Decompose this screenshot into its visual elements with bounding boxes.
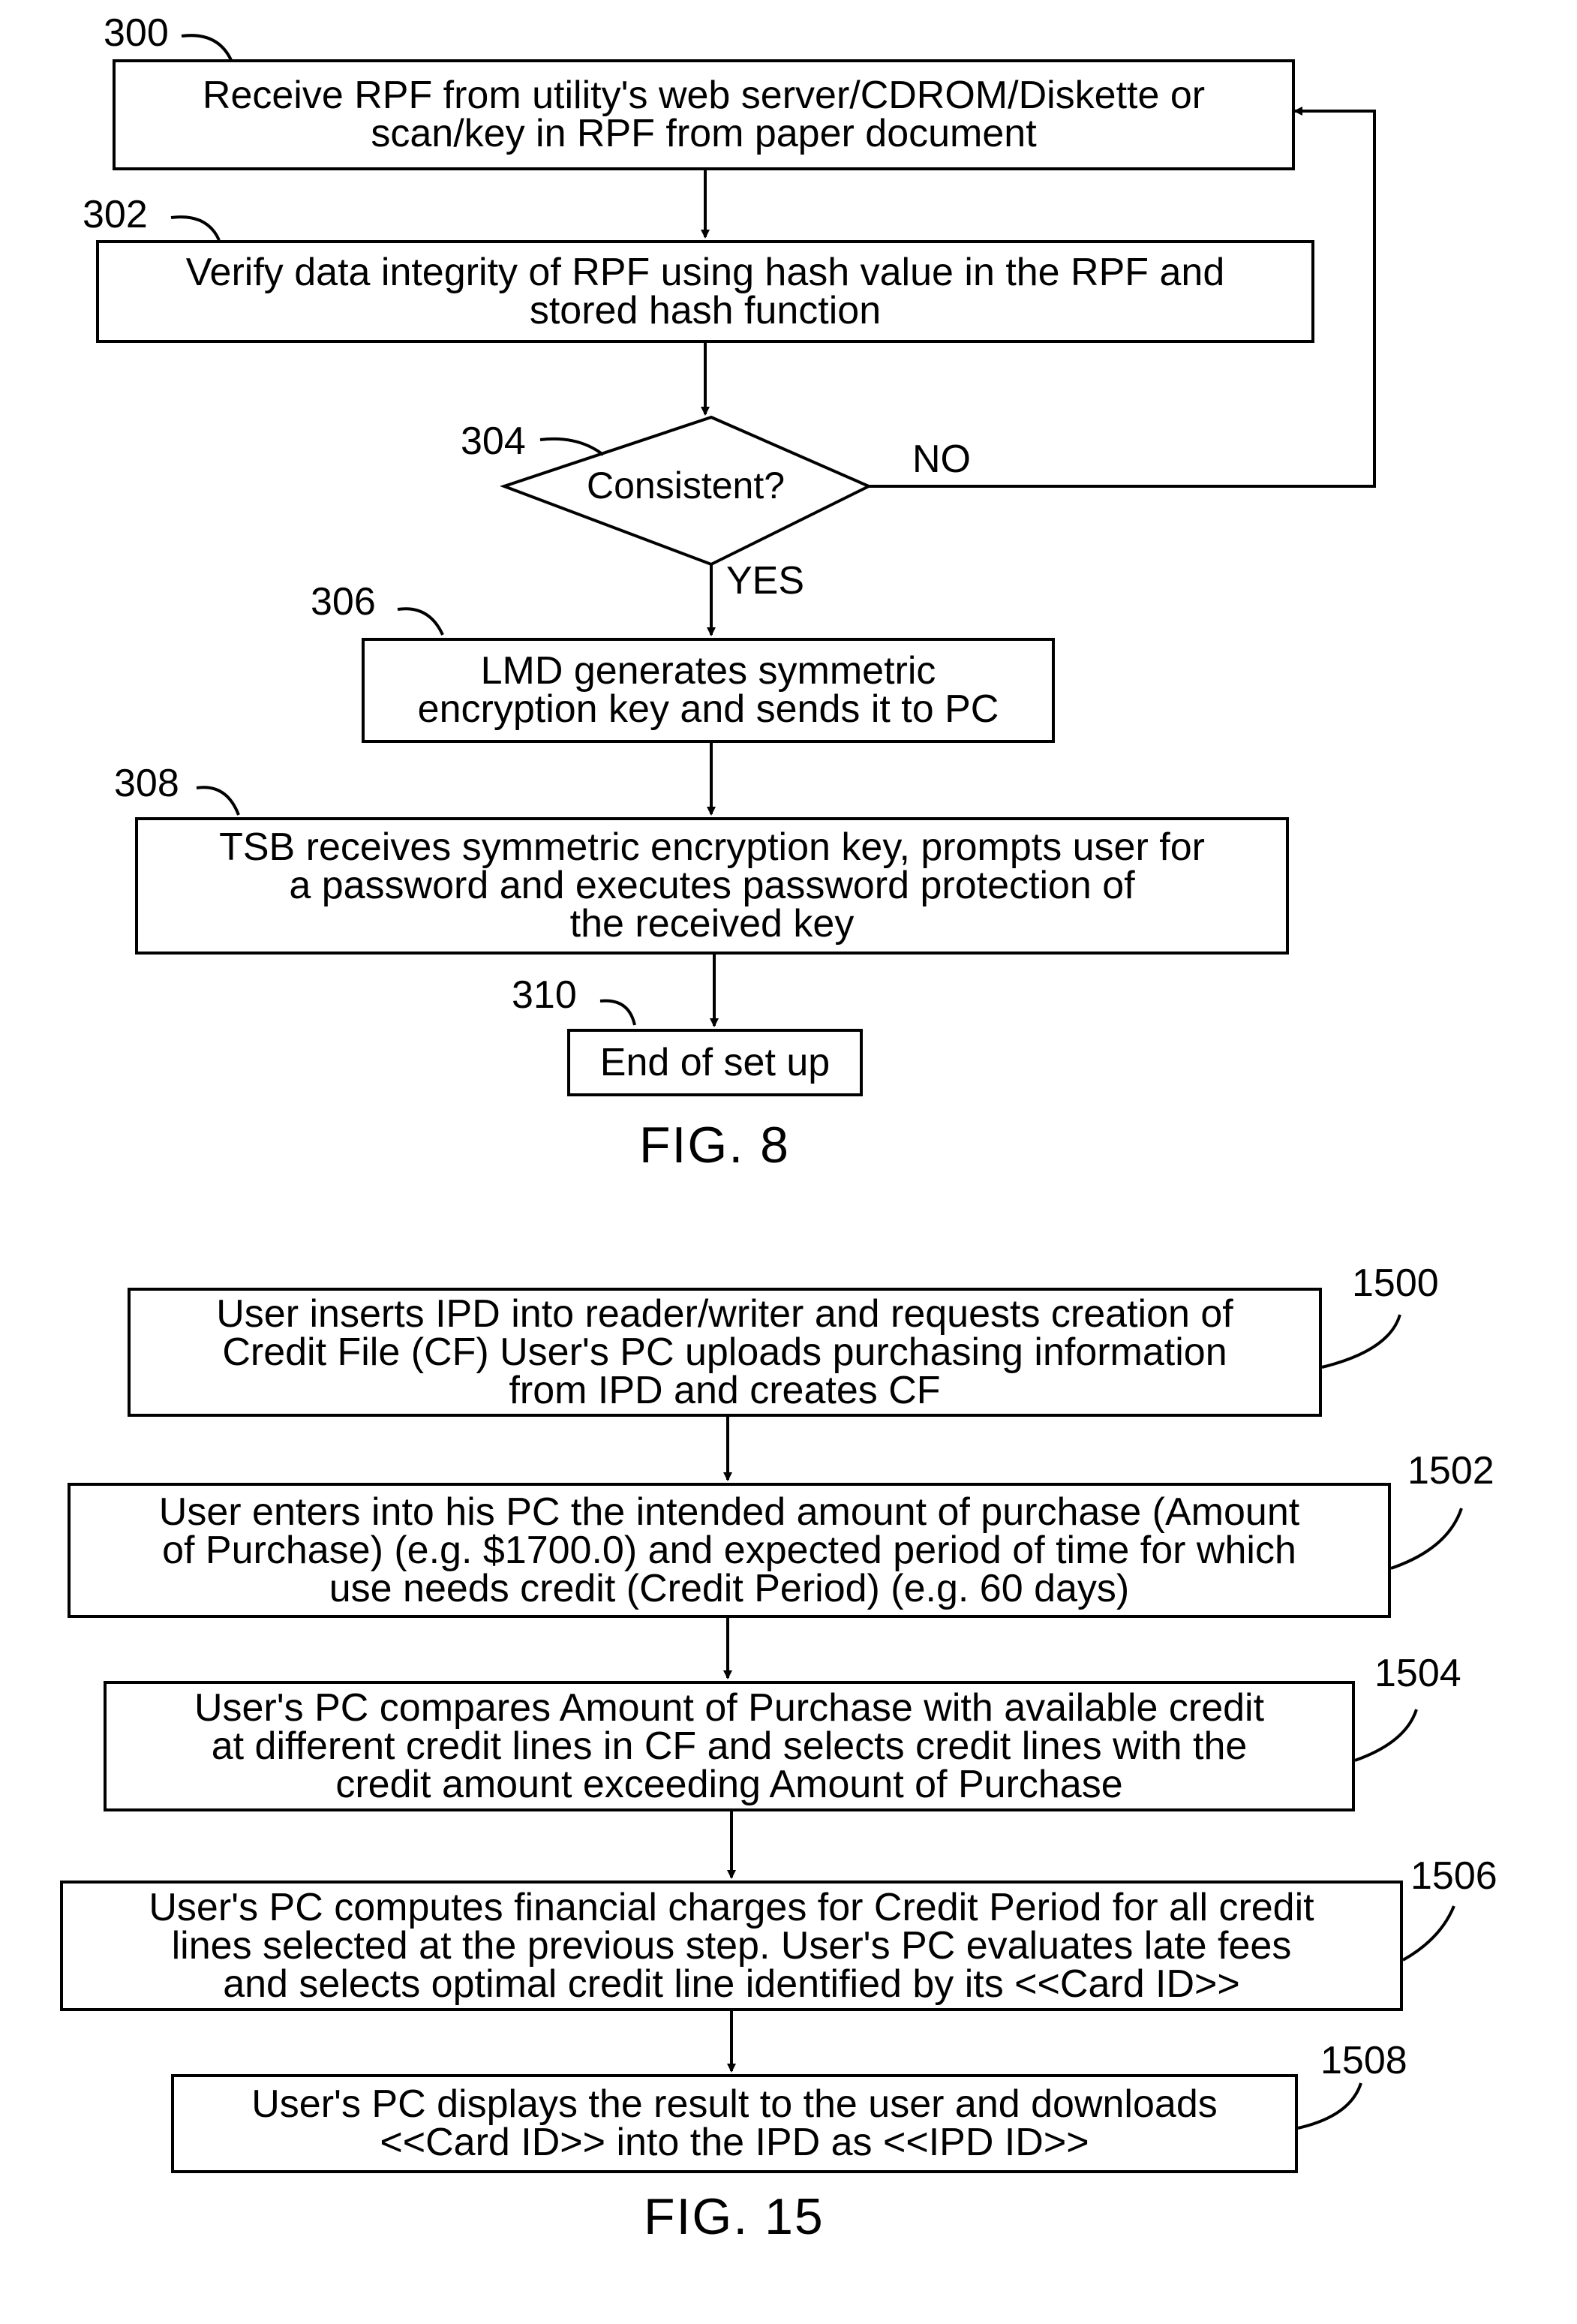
- step-1506-text: User's PC computes financial charges for…: [149, 1889, 1314, 2004]
- step-1508-text: User's PC displays the result to the use…: [251, 2085, 1217, 2162]
- step-302-text: Verify data integrity of RPF using hash …: [186, 254, 1225, 330]
- decision-yes-label: YES: [726, 561, 804, 600]
- step-302-box: Verify data integrity of RPF using hash …: [96, 240, 1314, 343]
- leader-306: [398, 609, 443, 635]
- ref-1504: 1504: [1374, 1654, 1461, 1693]
- step-1504-box: User's PC compares Amount of Purchase wi…: [104, 1681, 1355, 1811]
- leader-300: [182, 35, 231, 60]
- ref-302: 302: [83, 195, 148, 234]
- step-300-box: Receive RPF from utility's web server/CD…: [113, 59, 1295, 170]
- leader-304: [540, 439, 603, 455]
- ref-308: 308: [114, 764, 179, 803]
- step-1506-box: User's PC computes financial charges for…: [60, 1881, 1403, 2011]
- leader-308: [197, 787, 239, 815]
- ref-1500: 1500: [1352, 1264, 1439, 1303]
- step-310-text: End of set up: [600, 1044, 830, 1082]
- ref-1502: 1502: [1407, 1451, 1494, 1490]
- fig-8-label: FIG. 8: [639, 1120, 790, 1171]
- leader-302: [171, 217, 219, 240]
- step-1500-text: User inserts IPD into reader/writer and …: [216, 1295, 1233, 1410]
- decision-304-text: Consistent?: [587, 467, 785, 504]
- step-1500-box: User inserts IPD into reader/writer and …: [128, 1288, 1322, 1417]
- leader-1506: [1403, 1906, 1454, 1960]
- ref-300: 300: [104, 14, 169, 53]
- step-306-text: LMD generates symmetric encryption key a…: [418, 652, 999, 729]
- step-310-box: End of set up: [567, 1029, 863, 1096]
- ref-1508: 1508: [1320, 2041, 1407, 2080]
- step-1502-text: User enters into his PC the intended amo…: [159, 1493, 1299, 1608]
- fig-15-label: FIG. 15: [644, 2191, 825, 2242]
- leader-1504: [1355, 1709, 1416, 1760]
- decision-no-label: NO: [912, 440, 971, 479]
- ref-306: 306: [311, 582, 376, 621]
- step-308-text: TSB receives symmetric encryption key, p…: [219, 828, 1205, 943]
- ref-304: 304: [461, 422, 526, 461]
- leader-1508: [1298, 2083, 1361, 2128]
- step-306-box: LMD generates symmetric encryption key a…: [362, 638, 1055, 743]
- leader-310: [600, 1001, 635, 1025]
- leader-1502: [1391, 1508, 1461, 1568]
- step-1504-text: User's PC compares Amount of Purchase wi…: [194, 1689, 1264, 1804]
- step-308-box: TSB receives symmetric encryption key, p…: [135, 817, 1289, 955]
- step-1502-box: User enters into his PC the intended amo…: [68, 1483, 1391, 1618]
- step-300-text: Receive RPF from utility's web server/CD…: [203, 77, 1205, 153]
- ref-310: 310: [512, 976, 577, 1015]
- step-1508-box: User's PC displays the result to the use…: [171, 2074, 1298, 2173]
- ref-1506: 1506: [1410, 1856, 1497, 1896]
- leader-1500: [1322, 1315, 1400, 1367]
